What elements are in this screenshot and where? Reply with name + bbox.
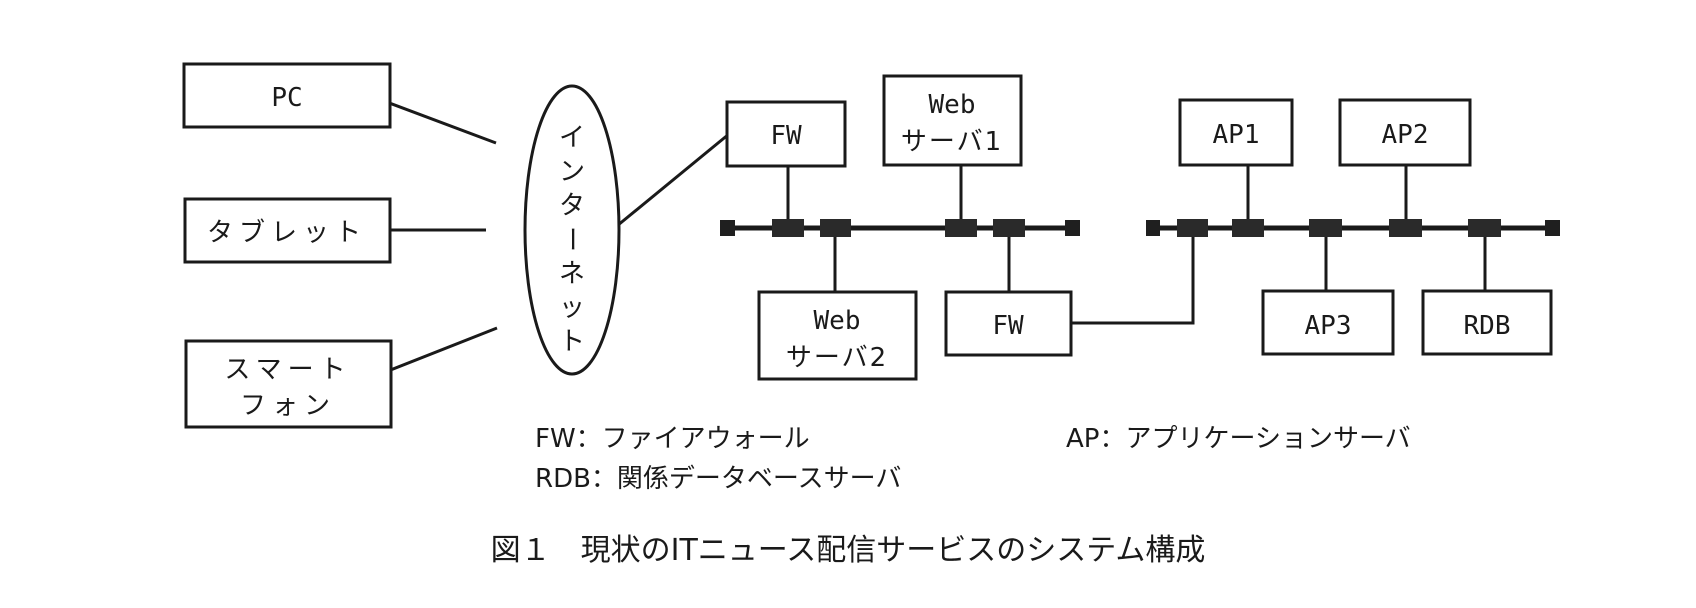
figure-caption: 図１ 現状のITニュース配信サービスのシステム構成	[491, 533, 1206, 568]
client-smartphone: スマート フォン	[184, 339, 393, 429]
bus-tap	[1232, 219, 1264, 237]
internet-char-2: タ	[559, 191, 585, 221]
client-tablet-label: タブレット	[207, 218, 367, 248]
internet-char-0: イ	[559, 123, 585, 153]
node-ap3: AP3	[1261, 289, 1395, 356]
node-web2: Web サーバ2	[757, 290, 918, 381]
bus-tap	[993, 219, 1025, 237]
internet-char-5: ッ	[559, 293, 585, 323]
internet-char-1: ン	[559, 157, 585, 187]
internet-char-4: ネ	[559, 259, 585, 289]
internet-cloud: イ ン タ ー ネ ッ ト	[523, 84, 621, 376]
node-ap1: AP1	[1178, 98, 1294, 167]
client-pc: PC	[182, 62, 392, 129]
bus-terminator	[1065, 220, 1080, 236]
node-web2-label-line1: Web	[814, 306, 861, 336]
node-fw1: FW	[725, 100, 847, 168]
internet-char-6: ト	[559, 327, 585, 357]
node-web1-label-line1: Web	[929, 90, 976, 120]
legend-ap: AP：アプリケーションサーバ	[1066, 424, 1411, 454]
node-ap2: AP2	[1338, 98, 1472, 167]
node-web1: Web サーバ1	[882, 74, 1023, 167]
link-fw2-internal-bus	[1071, 228, 1195, 325]
legend-rdb: RDB：関係データベースサーバ	[535, 464, 901, 494]
bus-tap	[1177, 219, 1208, 237]
internet-char-3: ー	[556, 226, 586, 252]
bus-tap	[945, 219, 977, 237]
node-ap1-label: AP1	[1213, 120, 1260, 150]
node-ap3-label: AP3	[1305, 311, 1352, 341]
node-web1-label-line2: サーバ1	[901, 127, 1003, 157]
client-smartphone-label-line2: フォン	[240, 391, 336, 421]
client-smartphone-label-line1: スマート	[224, 355, 351, 385]
link-internet-fw1	[611, 132, 730, 232]
client-tablet: タブレット	[183, 197, 392, 264]
node-web2-label-line2: サーバ2	[786, 343, 888, 373]
bus-tap	[1309, 219, 1342, 237]
node-ap2-label: AP2	[1382, 120, 1429, 150]
bus-terminator	[720, 220, 735, 236]
bus-tap	[1468, 219, 1501, 237]
bus-tap	[1389, 219, 1422, 237]
node-rdb: RDB	[1421, 289, 1553, 356]
bus-terminator	[1146, 220, 1160, 236]
legend-fw: FW：ファイアウォール	[535, 424, 810, 454]
dmz-bus	[720, 219, 1080, 237]
bus-terminator	[1545, 220, 1560, 236]
bus-tap	[820, 219, 851, 237]
node-rdb-label: RDB	[1464, 311, 1511, 341]
node-fw1-label: FW	[770, 121, 802, 151]
bus-tap	[772, 219, 804, 237]
node-fw2-label: FW	[992, 311, 1024, 341]
internal-bus	[1146, 219, 1560, 237]
node-fw2: FW	[944, 290, 1073, 357]
client-pc-label: PC	[271, 83, 302, 113]
